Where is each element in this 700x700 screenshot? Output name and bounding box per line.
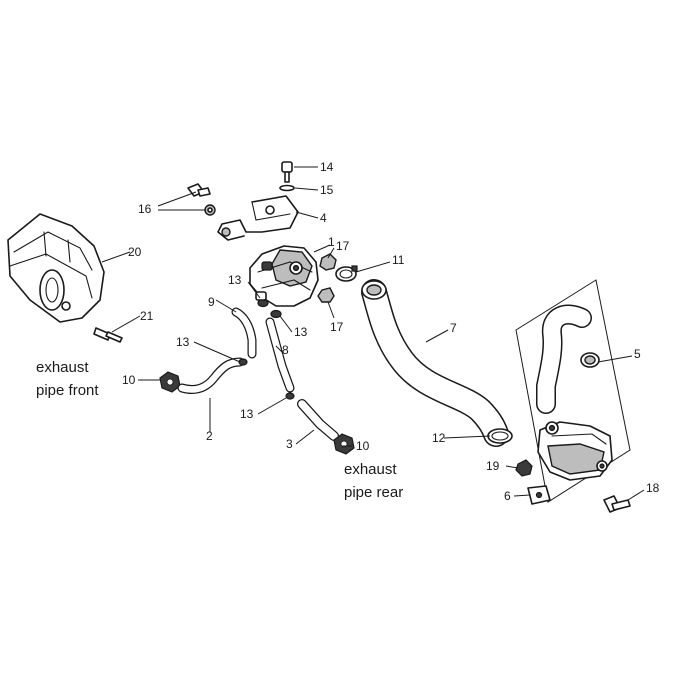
part-13-clamp-c — [270, 309, 282, 319]
callout-12: 12 — [432, 431, 446, 445]
part-11-hose-clamp — [335, 265, 358, 282]
callout-5: 5 — [634, 347, 641, 361]
leader-lines — [101, 166, 645, 501]
part-17-grommet-lower — [317, 287, 335, 303]
caption-front-line2: pipe front — [36, 382, 99, 399]
callout-13-d: 13 — [240, 407, 254, 421]
callout-17-upper: 17 — [336, 239, 350, 253]
part-13-clamp-d — [285, 392, 295, 400]
part-5-reed-valve-assembly — [515, 279, 631, 503]
part-8-hose — [265, 317, 295, 393]
callout-13-a: 13 — [228, 273, 242, 287]
callout-2: 2 — [206, 429, 213, 443]
callout-18: 18 — [646, 481, 660, 495]
part-14-bolt — [281, 161, 293, 183]
part-4-bracket — [217, 195, 299, 241]
captions: exhaust pipe front exhaust pipe rear — [36, 359, 403, 501]
callout-14: 14 — [320, 160, 334, 174]
callout-11: 11 — [392, 253, 405, 267]
callout-13-c: 13 — [176, 335, 190, 349]
part-17-grommet-upper — [319, 253, 337, 271]
callout-17-lower: 17 — [330, 320, 344, 334]
callout-16: 16 — [138, 202, 152, 216]
callout-3: 3 — [286, 437, 293, 451]
callout-19: 19 — [486, 459, 500, 473]
part-3-hose-rear — [297, 399, 339, 441]
callout-15: 15 — [320, 183, 334, 197]
callout-20: 20 — [128, 245, 142, 259]
part-13-clamp-a — [238, 358, 248, 366]
callout-4: 4 — [320, 211, 327, 225]
callout-13-b: 13 — [294, 325, 308, 339]
callout-numbers: 14 15 4 16 1 17 11 17 7 5 12 19 6 18 20 … — [122, 160, 660, 503]
part-6-clip-nut — [527, 485, 551, 505]
part-12-clamp — [487, 428, 513, 444]
part-1-air-valve — [249, 245, 319, 307]
callout-10-rear: 10 — [356, 439, 370, 453]
part-19-nut — [515, 459, 533, 477]
callout-1: 1 — [328, 235, 335, 249]
callout-21: 21 — [140, 309, 154, 323]
part-21-screw — [93, 327, 123, 343]
part-7-long-hose — [361, 279, 509, 447]
part-20-heat-shield — [7, 213, 105, 323]
part-2-hose-front — [177, 357, 245, 395]
callout-8: 8 — [282, 343, 289, 357]
part-9-hose — [231, 307, 257, 359]
callout-7: 7 — [450, 321, 457, 335]
part-10-nut-front — [159, 371, 181, 393]
callout-6: 6 — [504, 489, 511, 503]
part-15-washer — [279, 184, 295, 192]
part-18-screw — [603, 495, 631, 513]
callout-9: 9 — [208, 295, 215, 309]
caption-rear-line1: exhaust — [344, 461, 397, 478]
callout-10-front: 10 — [122, 373, 136, 387]
caption-front-line1: exhaust — [36, 359, 89, 376]
caption-rear-line2: pipe rear — [344, 484, 403, 501]
